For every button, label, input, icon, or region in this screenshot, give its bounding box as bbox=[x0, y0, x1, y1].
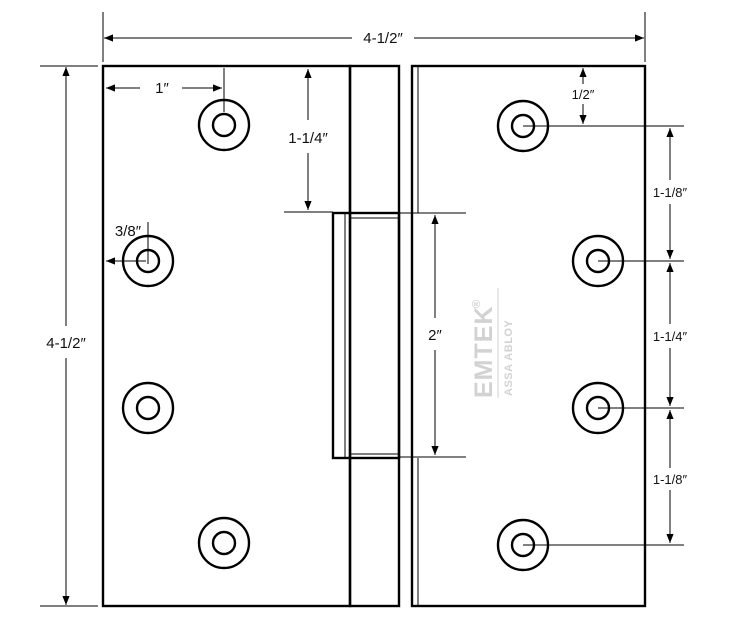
top-to-first-hole-label: 1/2″ bbox=[572, 87, 595, 102]
emtek-watermark-logo: EMTEK ® ASSA ABLOY bbox=[470, 288, 515, 398]
left-leaf bbox=[101, 64, 352, 608]
right-leaf bbox=[410, 64, 647, 608]
screw-holes bbox=[121, 98, 625, 572]
hole-spacing-dimensions: 1-1/8″ 1-1/4″ 1-1/8″ bbox=[523, 125, 688, 546]
watermark-registered: ® bbox=[471, 299, 483, 308]
hinge-knuckle bbox=[331, 64, 401, 608]
top-to-knuckle-label: 1-1/4″ bbox=[288, 130, 328, 147]
overall-height-label: 4-1/2″ bbox=[46, 335, 86, 352]
overall-height-dimension: 4-1/2″ bbox=[40, 65, 98, 607]
hole-edge-offset-label: 3/8″ bbox=[115, 223, 142, 240]
hole-spacing-1-label: 1-1/8″ bbox=[653, 185, 688, 200]
screw-hole bbox=[121, 381, 175, 435]
top-to-knuckle-dimension: 1-1/4″ bbox=[284, 69, 333, 213]
watermark-parent: ASSA ABLOY bbox=[503, 320, 515, 396]
hole-spacing-2-label: 1-1/4″ bbox=[653, 329, 688, 344]
overall-width-label: 4-1/2″ bbox=[363, 30, 403, 47]
knuckle-length-dimension: 2″ bbox=[400, 212, 466, 458]
edge-to-hole-dimension: 1″ bbox=[106, 68, 225, 112]
top-to-first-hole-dimension: 1/2″ bbox=[572, 68, 595, 124]
watermark-brand: EMTEK bbox=[470, 306, 498, 399]
screw-hole bbox=[197, 516, 251, 570]
hole-spacing-3-label: 1-1/8″ bbox=[653, 472, 688, 487]
edge-to-hole-label: 1″ bbox=[155, 80, 169, 97]
knuckle-length-label: 2″ bbox=[428, 327, 442, 344]
overall-width-dimension: 4-1/2″ bbox=[102, 12, 646, 62]
hole-edge-offset-dimension: 3/8″ bbox=[106, 222, 149, 265]
